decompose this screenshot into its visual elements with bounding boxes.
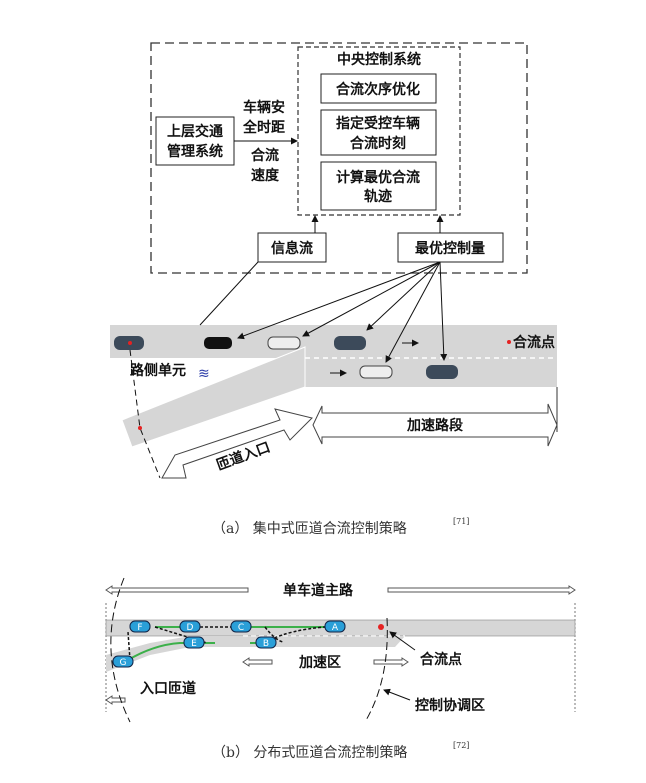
info-flow-box	[257, 232, 327, 263]
info-line	[199, 261, 259, 326]
svg-text:D: D	[187, 623, 194, 633]
accel-zone-label: 加速区	[298, 654, 341, 671]
svg-text:A: A	[332, 623, 339, 633]
on-ramp	[121, 346, 306, 448]
optimal-control-box	[397, 232, 504, 263]
vehicle-a: A	[324, 620, 346, 633]
caption-b: （b） 分布式匝道合流控制策略	[212, 744, 407, 761]
ramp-entrance-arrow	[161, 408, 313, 479]
green-paths	[119, 626, 325, 666]
merge-dot-b	[378, 624, 384, 630]
coord-zone-right	[364, 617, 388, 723]
merge-point-pointer	[389, 631, 416, 651]
optimal-control-label: 最优控制量	[415, 240, 485, 257]
svg-text:B: B	[263, 639, 269, 649]
speed-label-2: 速度	[251, 167, 280, 184]
accel-section-arrow	[312, 403, 558, 447]
main-road-arrow-right	[387, 585, 576, 595]
speed-label-1: 合流	[251, 147, 279, 164]
car-icon	[426, 365, 458, 379]
coord-zone-pointer	[383, 688, 411, 701]
trajectory-label-2: 轨迹	[364, 188, 392, 205]
merge-order-box	[320, 73, 437, 104]
main-road-arrow-left	[105, 585, 249, 595]
central-control-title: 中央控制系统	[337, 51, 421, 68]
zone-boundary	[129, 349, 161, 479]
accel-section-label: 加速路段	[406, 417, 463, 434]
system-boundary	[150, 42, 528, 274]
upper-mgmt-label-1: 上层交通	[167, 123, 223, 140]
merge-order-label: 合流次序优化	[336, 81, 420, 98]
ref-a: [71]	[453, 517, 469, 526]
main-lane	[110, 325, 557, 358]
headway-label-2: 全时距	[242, 119, 285, 136]
accel-arrow-right	[373, 657, 409, 667]
upper-mgmt-label-2: 管理系统	[167, 143, 223, 160]
vehicle-e: E	[183, 636, 205, 649]
trajectory-label-1: 计算最优合流	[336, 169, 420, 186]
merge-point-label: 合流点	[513, 334, 555, 351]
caption-a: （a） 集中式匝道合流控制策略	[212, 520, 407, 537]
car-icon	[334, 336, 366, 350]
ramp-dot	[138, 426, 142, 430]
upper-traffic-mgmt-box	[155, 116, 235, 166]
wifi-icon: ≋	[198, 366, 210, 382]
ref-b: [72]	[453, 741, 469, 750]
control-arrows	[237, 261, 448, 363]
svg-text:E: E	[191, 639, 197, 649]
central-control-box	[297, 46, 461, 216]
info-flow-label: 信息流	[271, 240, 313, 257]
vehicle-f: F	[129, 620, 151, 633]
merge-time-label-1: 指定受控车辆	[336, 115, 420, 132]
vehicle-d: D	[179, 620, 201, 633]
vehicle-b: B	[255, 636, 277, 649]
rsu-dot	[128, 341, 132, 345]
roadside-unit-label: 路侧单元	[130, 362, 186, 379]
car-icon	[359, 365, 393, 379]
coord-zone-left	[110, 577, 131, 723]
svg-text:F: F	[137, 623, 142, 633]
coord-zone-label: 控制协调区	[415, 697, 485, 714]
vehicles-top	[114, 336, 458, 379]
merge-time-label-2: 合流时刻	[350, 135, 406, 152]
headway-label-1: 车辆安	[243, 99, 285, 116]
main-road-label: 单车道主路	[283, 582, 354, 599]
merge-time-box	[320, 109, 437, 156]
merge-point-label-b: 合流点	[420, 651, 462, 668]
car-icon	[204, 337, 232, 349]
svg-text:G: G	[120, 658, 127, 668]
vehicle-g: G	[112, 655, 134, 668]
trajectory-box	[320, 161, 437, 211]
merge-dot	[507, 340, 511, 344]
dotted-paths	[127, 626, 326, 661]
accel-arrow-left	[242, 657, 273, 667]
vehicle-c: C	[230, 620, 252, 633]
entrance-ramp-label: 入口匝道	[140, 680, 196, 697]
vehicles-bottom: A B C D E F G	[112, 620, 346, 668]
car-icon	[267, 336, 301, 350]
accel-zone-lane	[243, 636, 405, 647]
svg-text:C: C	[238, 623, 244, 633]
entrance-ramp	[106, 636, 243, 672]
